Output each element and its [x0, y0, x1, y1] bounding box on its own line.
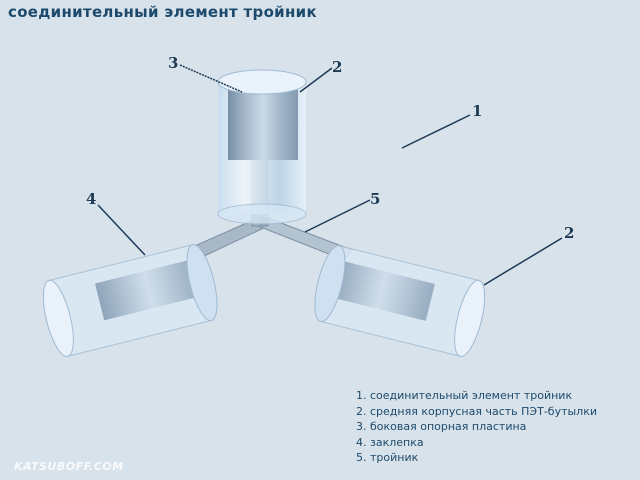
callout-2-right: 2: [564, 224, 574, 242]
legend-item: 4. заклепка: [356, 435, 424, 449]
legend-item: 1. соединительный элемент тройник: [356, 389, 573, 402]
legend-item: 3. боковая опорная пластина: [356, 420, 527, 433]
callout-2-top: 2: [332, 58, 342, 76]
watermark: KATSUBOFF.COM: [14, 460, 124, 473]
callout-1: 1: [472, 102, 482, 120]
legend-item: 2. средняя корпусная часть ПЭТ-бутылки: [356, 404, 597, 418]
page-title: соединительный элемент тройник: [8, 3, 317, 21]
left-bottle-section: [42, 244, 218, 357]
legend-item: 5. тройник: [356, 451, 419, 464]
right-bottle-section: [314, 245, 486, 357]
callout-3: 3: [168, 54, 178, 72]
callout-5: 5: [370, 190, 380, 208]
top-bottle-section: [217, 69, 307, 225]
callout-4: 4: [86, 190, 96, 208]
leader-lines: [97, 64, 563, 286]
legend: 1. соединительный элемент тройник 2. сре…: [356, 388, 597, 466]
